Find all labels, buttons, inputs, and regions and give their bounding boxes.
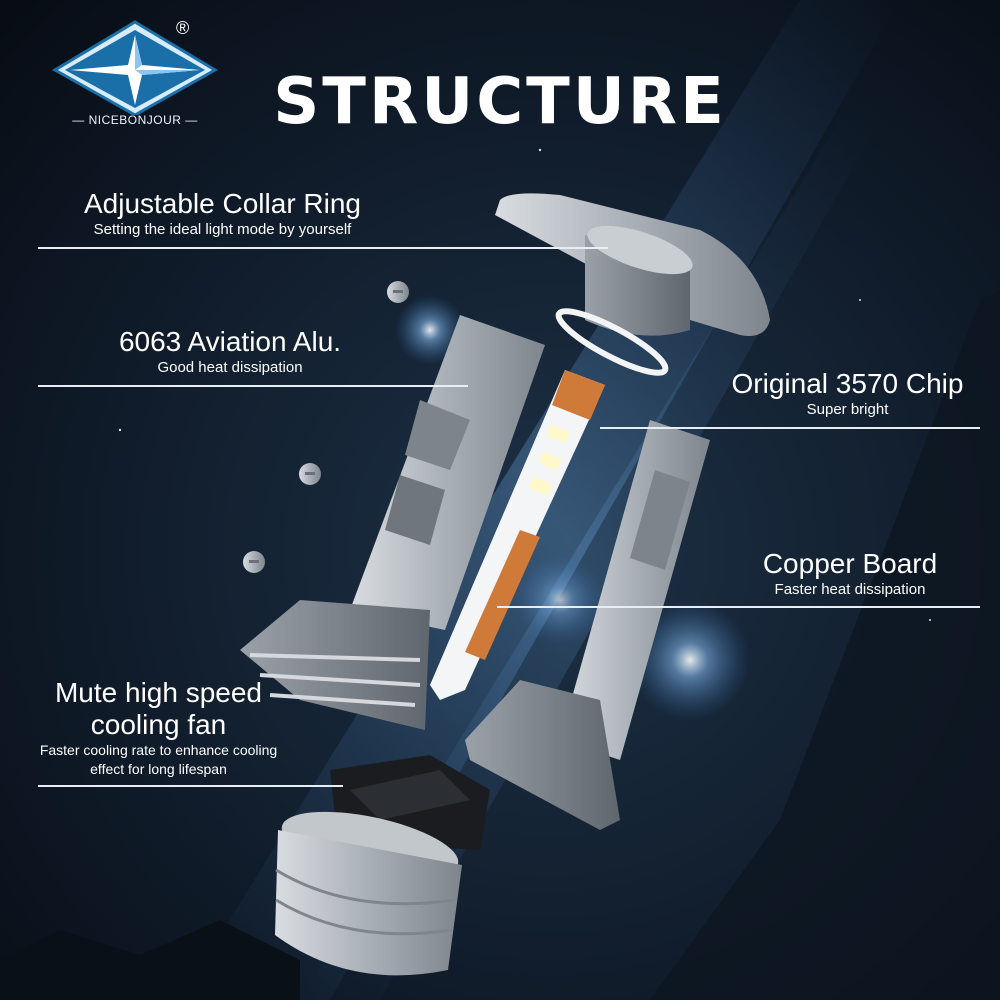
callout-collar-sub: Setting the ideal light mode by yourself <box>93 221 352 238</box>
callout-fan-sub-2: effect for long lifespan <box>90 761 227 777</box>
leader-line-chip <box>600 427 980 429</box>
callout-chip-heading: Original 3570 Chip <box>731 368 964 399</box>
callout-collar-heading: Adjustable Collar Ring <box>83 188 362 219</box>
aluminum-half-left <box>240 315 545 730</box>
leader-line-alu <box>38 385 468 387</box>
collar-ring <box>495 193 770 336</box>
brand-logo: — NICEBONJOUR — <box>50 20 220 135</box>
leader-line-collar <box>38 247 608 249</box>
base-cap <box>275 811 462 976</box>
leader-line-fan <box>38 785 343 787</box>
callout-collar-ring: Adjustable Collar Ring Setting the ideal… <box>40 188 405 239</box>
brand-line-right: — <box>181 113 198 127</box>
callout-cooling-fan: Mute high speed cooling fan Faster cooli… <box>10 677 307 779</box>
aluminum-half-right <box>465 420 710 830</box>
screw-2 <box>299 463 321 485</box>
screw-3 <box>243 551 265 573</box>
callout-fan-heading-2: cooling fan <box>90 709 227 740</box>
page-title: STRUCTURE <box>273 65 727 139</box>
callout-fan-heading-1: Mute high speed <box>54 677 263 708</box>
callout-fan-sub-1: Faster cooling rate to enhance cooling <box>39 742 278 758</box>
leader-line-copper <box>497 606 980 608</box>
registered-mark: ® <box>176 18 190 38</box>
screw-1 <box>387 281 409 303</box>
callout-copper-sub: Faster heat dissipation <box>774 581 926 598</box>
led-board <box>430 370 605 700</box>
callout-chip: Original 3570 Chip Super bright <box>700 368 995 419</box>
callout-copper-board: Copper Board Faster heat dissipation <box>730 548 970 599</box>
brand-name: — NICEBONJOUR — <box>72 113 198 127</box>
callout-alu-heading: 6063 Aviation Alu. <box>118 326 342 357</box>
callout-chip-sub: Super bright <box>806 401 889 418</box>
logo-star-icon <box>52 20 218 117</box>
brand-line-left: — <box>72 113 89 127</box>
callout-alu-sub: Good heat dissipation <box>157 359 303 376</box>
callout-copper-heading: Copper Board <box>762 548 938 579</box>
callout-aviation-alu: 6063 Aviation Alu. Good heat dissipation <box>60 326 400 377</box>
